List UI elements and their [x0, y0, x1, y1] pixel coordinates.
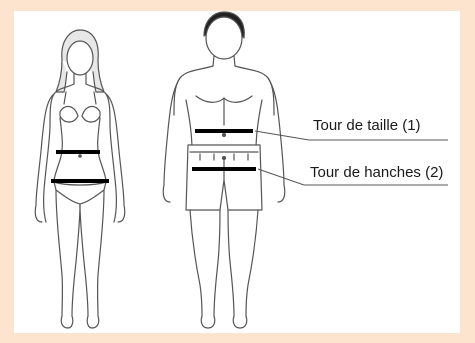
- woman-hip-band: [51, 179, 109, 183]
- hips-label: Tour de hanches (2): [310, 165, 443, 180]
- man-waist-band: [195, 129, 253, 133]
- waist-label: Tour de taille (1): [313, 118, 421, 133]
- man-hip-band: [192, 167, 256, 171]
- woman-waist-band: [56, 150, 100, 154]
